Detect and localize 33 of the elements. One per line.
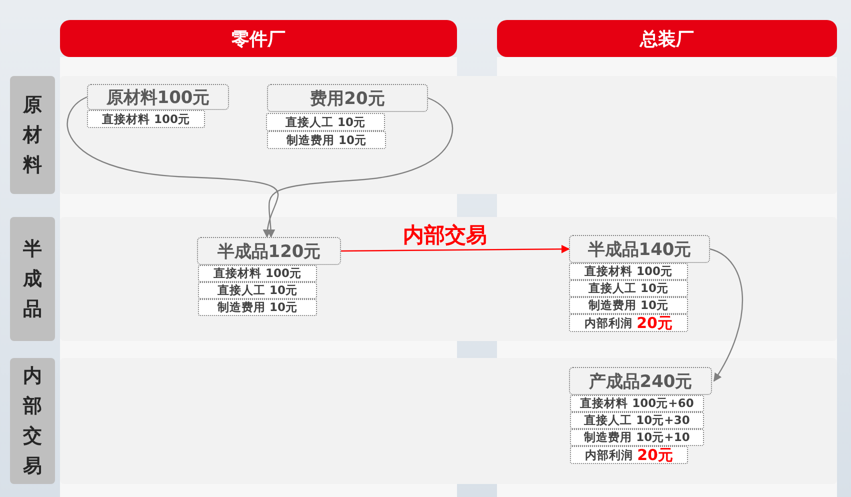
row-header: 半成品 [10,217,55,341]
detail-box: 直接材料 100元+60 [570,395,704,412]
detail-box: 直接人工 10元+30 [570,412,704,429]
detail-box: 直接人工 10元 [266,113,385,131]
item-box: 原材料100元 [87,84,229,110]
item-box: 费用20元 [267,84,428,112]
detail-box: 直接材料 100元 [87,110,205,128]
item-box: 产成品240元 [569,367,712,395]
detail-box: 直接人工 10元 [569,280,688,297]
detail-box: 直接材料 100元 [198,265,317,282]
item-text: 内部利润 [584,316,633,330]
arrow [266,97,453,238]
detail-box [569,314,688,332]
detail-box: 直接材料 100元 [569,263,688,280]
arrow [341,244,570,254]
row-header: 原材料 [10,76,55,194]
column-header: 总装厂 [497,20,837,57]
column-header: 零件厂 [60,20,457,57]
detail-box: 制造费用 10元 [267,131,386,149]
amount-text: 20元 [637,446,673,464]
amount-text: 20元 [636,314,672,332]
item-box: 半成品140元 [569,235,710,263]
arrow [67,96,278,238]
detail-box: 制造费用 10元 [569,297,688,314]
detail-box [570,446,688,464]
edge-label: 内部交易 [403,222,487,249]
detail-box: 直接人工 10元 [198,282,317,299]
row-header: 内部交易 [10,358,55,484]
detail-box: 制造费用 10元+10 [570,429,704,446]
arrow [710,248,743,382]
item-text: 内部利润 [585,448,634,462]
detail-box: 制造费用 10元 [198,299,317,316]
item-box: 半成品120元 [197,237,341,265]
